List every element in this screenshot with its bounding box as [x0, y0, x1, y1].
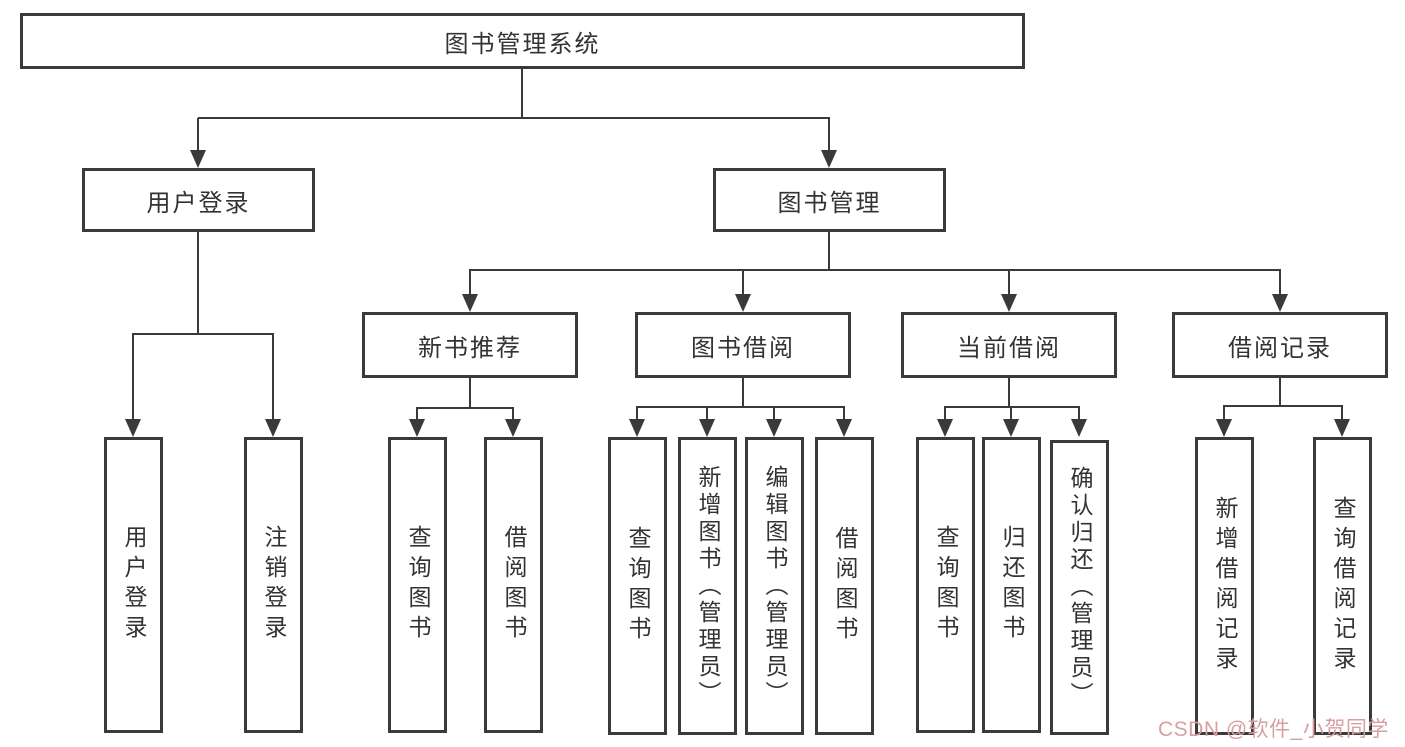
leaf-add-borrow-record: 新增借阅记录 [1195, 437, 1254, 735]
leaf-query-books-1: 查询图书 [388, 437, 447, 733]
connector-line [197, 118, 199, 152]
node-label: 图书管理 [777, 189, 882, 217]
connector-line [944, 406, 1080, 408]
connector-line [742, 378, 744, 408]
node-user-login: 用户登录 [82, 168, 315, 232]
connector-arrowhead-icon [462, 294, 478, 312]
connector-line [1008, 270, 1010, 296]
connector-line [636, 407, 638, 421]
node-new-book-recommendation: 新书推荐 [362, 312, 578, 378]
connector-arrowhead-icon [409, 419, 425, 437]
leaf-label: 借阅图书 [501, 525, 527, 645]
leaf-user-login: 用户登录 [104, 437, 163, 733]
connector-line [469, 378, 471, 409]
leaf-label: 查询借阅记录 [1330, 496, 1356, 676]
connector-arrowhead-icon [821, 150, 837, 168]
node-label: 借阅记录 [1228, 334, 1332, 362]
csdn-watermark: CSDN @软件_小贺同学 [1158, 718, 1389, 741]
leaf-add-books-admin: 新增图书（管理员） [678, 437, 737, 735]
node-label: 新书推荐 [418, 334, 522, 362]
connector-line [1279, 270, 1281, 296]
leaf-logout: 注销登录 [244, 437, 303, 733]
connector-line [706, 407, 708, 421]
connector-line [469, 269, 1281, 271]
connector-line [742, 270, 744, 296]
node-label: 图书借阅 [691, 334, 795, 362]
connector-arrowhead-icon [125, 419, 141, 437]
connector-arrowhead-icon [766, 419, 782, 437]
connector-line [512, 408, 514, 421]
connector-arrowhead-icon [505, 419, 521, 437]
connector-arrowhead-icon [735, 294, 751, 312]
connector-line [132, 334, 134, 421]
connector-line [944, 407, 946, 421]
connector-arrowhead-icon [1334, 419, 1350, 437]
node-book-borrowing: 图书借阅 [635, 312, 851, 378]
node-current-borrowing: 当前借阅 [901, 312, 1117, 378]
connector-arrowhead-icon [836, 419, 852, 437]
connector-line [1008, 378, 1010, 408]
leaf-label: 归还图书 [999, 525, 1025, 645]
node-label: 图书管理系统 [444, 30, 601, 58]
connector-line [198, 117, 830, 119]
connector-arrowhead-icon [1272, 294, 1288, 312]
connector-line [1223, 405, 1343, 407]
connector-line [773, 407, 775, 421]
leaf-label: 新增借阅记录 [1212, 496, 1238, 676]
leaf-label: 查询图书 [625, 526, 651, 646]
connector-line [521, 69, 523, 118]
connector-arrowhead-icon [265, 419, 281, 437]
leaf-label: 查询图书 [405, 525, 431, 645]
connector-line [132, 333, 274, 335]
connector-line [469, 270, 471, 296]
connector-line [1223, 406, 1225, 421]
node-library-management-system: 图书管理系统 [20, 13, 1025, 69]
connector-line [416, 408, 418, 421]
connector-line [843, 407, 845, 421]
connector-line [1341, 406, 1343, 421]
leaf-borrow-books-2: 借阅图书 [815, 437, 874, 735]
node-book-management: 图书管理 [713, 168, 946, 232]
leaf-label: 确认归还（管理员） [1067, 466, 1093, 709]
leaf-return-books: 归还图书 [982, 437, 1041, 733]
connector-line [416, 407, 514, 409]
leaf-label: 借阅图书 [832, 526, 858, 646]
connector-line [828, 118, 830, 152]
connector-line [828, 232, 830, 271]
connector-line [1279, 378, 1281, 407]
connector-line [272, 334, 274, 421]
leaf-borrow-books-1: 借阅图书 [484, 437, 543, 733]
node-label: 用户登录 [146, 189, 251, 217]
connector-line [1078, 407, 1080, 421]
leaf-query-borrow-record: 查询借阅记录 [1313, 437, 1372, 735]
connector-line [197, 232, 199, 335]
leaf-label: 用户登录 [121, 525, 147, 645]
connector-line [1010, 407, 1012, 421]
connector-line [636, 406, 845, 408]
connector-arrowhead-icon [699, 419, 715, 437]
leaf-query-books-3: 查询图书 [916, 437, 975, 733]
leaf-edit-books-admin: 编辑图书（管理员） [745, 437, 804, 735]
connector-arrowhead-icon [629, 419, 645, 437]
leaf-label: 查询图书 [933, 525, 959, 645]
node-label: 当前借阅 [957, 334, 1061, 362]
leaf-confirm-return-admin: 确认归还（管理员） [1050, 440, 1109, 735]
connector-arrowhead-icon [1003, 419, 1019, 437]
node-borrowing-records: 借阅记录 [1172, 312, 1388, 378]
connector-arrowhead-icon [1001, 294, 1017, 312]
connector-arrowhead-icon [190, 150, 206, 168]
leaf-label: 编辑图书（管理员） [762, 464, 788, 708]
leaf-label: 新增图书（管理员） [695, 464, 721, 708]
connector-arrowhead-icon [1071, 419, 1087, 437]
connector-arrowhead-icon [937, 419, 953, 437]
leaf-query-books-2: 查询图书 [608, 437, 667, 735]
connector-arrowhead-icon [1216, 419, 1232, 437]
leaf-label: 注销登录 [261, 525, 287, 645]
